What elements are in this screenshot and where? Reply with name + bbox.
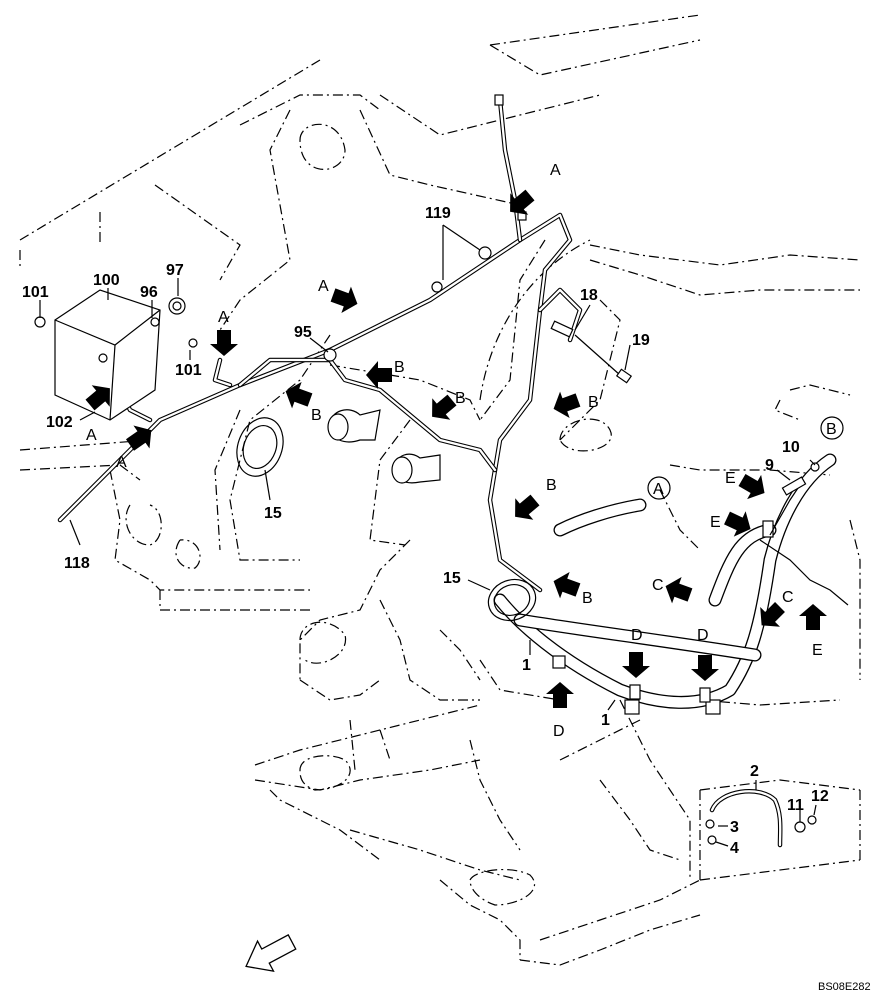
callout-arrows — [85, 189, 827, 708]
horns — [327, 409, 441, 484]
reference-letters: A A A A A B B B B B B C C D D D E E E — [86, 162, 823, 740]
callout-arrow-icon — [510, 189, 535, 215]
letter-a5: A — [116, 454, 127, 471]
letter-b5: B — [546, 477, 557, 494]
letter-d1: D — [631, 627, 643, 644]
label-3: 3 — [730, 819, 739, 836]
letter-b3: B — [455, 390, 466, 407]
label-2: 2 — [750, 763, 759, 780]
circled-letter-a: A — [653, 481, 664, 498]
label-101b: 101 — [175, 362, 202, 379]
callout-arrow-icon — [622, 652, 650, 678]
part-labels: 101 100 96 97 101 102 118 15 95 119 18 1… — [22, 205, 829, 857]
callout-arrow-icon — [553, 572, 581, 599]
drawing-code: BS08E282 — [818, 981, 871, 993]
callout-arrow-icon — [799, 604, 827, 630]
letter-b2: B — [311, 407, 322, 424]
label-96: 96 — [140, 284, 158, 301]
label-95: 95 — [294, 324, 312, 341]
letter-b6: B — [582, 590, 593, 607]
circled-letter-b: B — [826, 421, 837, 438]
callout-arrow-icon — [738, 473, 765, 500]
label-119: 119 — [425, 205, 451, 222]
letter-c2: C — [782, 589, 794, 606]
label-97: 97 — [166, 262, 184, 279]
label-9: 9 — [765, 457, 774, 474]
letter-a2: A — [318, 278, 329, 295]
callout-arrow-icon — [432, 394, 457, 420]
letter-d2: D — [697, 627, 709, 644]
letter-b4: B — [588, 394, 599, 411]
letter-c1: C — [652, 577, 664, 594]
hose-1 — [493, 453, 837, 715]
letter-e2: E — [710, 514, 721, 531]
label-102: 102 — [46, 414, 73, 431]
label-15b: 15 — [443, 570, 461, 587]
callout-arrow-icon — [330, 286, 358, 313]
label-18: 18 — [580, 287, 598, 304]
callout-arrow-icon — [553, 391, 581, 418]
control-box-100 — [34, 289, 198, 421]
callout-arrow-icon — [691, 655, 719, 681]
letter-a1: A — [550, 162, 561, 179]
label-1b: 1 — [601, 712, 610, 729]
label-1a: 1 — [522, 657, 531, 674]
callout-arrow-icon — [366, 361, 392, 389]
callout-arrow-icon — [760, 602, 785, 627]
label-101a: 101 — [22, 284, 49, 301]
letter-e1: E — [725, 470, 736, 487]
label-4: 4 — [730, 840, 739, 857]
direction-arrow-icon — [245, 934, 297, 972]
label-100: 100 — [93, 272, 120, 289]
label-12: 12 — [811, 788, 829, 805]
wire-harness — [57, 94, 849, 606]
label-10: 10 — [782, 439, 800, 456]
letter-a4: A — [86, 427, 97, 444]
sensors — [550, 320, 844, 500]
callout-arrow-icon — [285, 382, 313, 409]
label-11: 11 — [787, 797, 804, 814]
inset-parts — [705, 789, 817, 848]
callout-arrow-icon — [724, 511, 751, 537]
callout-arrow-icon — [546, 682, 574, 708]
callout-arrow-icon — [665, 577, 693, 604]
grommet-15 — [236, 417, 537, 622]
circled-letters: A B — [653, 421, 837, 498]
letter-d3: D — [553, 723, 565, 740]
label-15a: 15 — [264, 505, 282, 522]
label-118: 118 — [64, 555, 90, 572]
label-19: 19 — [632, 332, 650, 349]
callout-arrow-icon — [515, 494, 540, 520]
letter-b1: B — [394, 359, 405, 376]
letter-a3: A — [218, 309, 229, 326]
leader-lines — [39, 224, 817, 847]
callout-arrow-icon — [85, 385, 110, 411]
callout-arrow-icon — [210, 330, 238, 356]
callout-arrow-icon — [125, 425, 152, 451]
letter-e3: E — [812, 642, 823, 659]
